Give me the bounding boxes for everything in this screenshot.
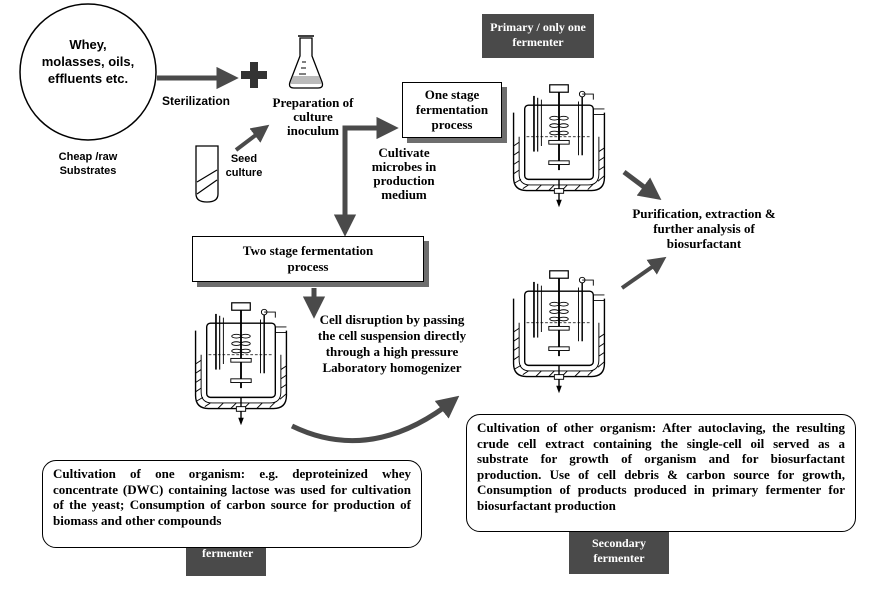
substrate-circle [19,3,157,141]
seed-culture-label: Seed culture [225,153,263,179]
other-organism-note: Cultivation of other organism: After aut… [466,414,856,532]
one-organism-text: Cultivation of one organism: e.g. deprot… [53,466,411,528]
other-organism-text: Cultivation of other organism: After aut… [477,420,845,513]
primary-fermenter-label: Primary / only one fermenter [482,14,594,58]
cultivate-label: Cultivate microbes in production medium [371,145,437,202]
transfer-arrow [290,395,460,444]
purification-label: Purification, extraction & further analy… [632,206,776,251]
primary-fermenter [512,83,606,209]
purification-arrow-2 [620,256,667,290]
cell-disruption-label: Cell disruption by passing the cell susp… [317,312,467,375]
two-stage-label: Two stage fermentation process [242,243,374,274]
substrate-caption: Cheap /raw Substrates [58,151,118,177]
plus-icon [241,62,267,88]
two-stage-box: Two stage fermentation process [192,236,424,282]
one-stage-label: One stage fermentation process [415,87,489,132]
sterilization-label: Sterilization [161,94,230,108]
substrate-text: Whey, molasses, oils, effluents etc. [41,37,135,86]
purification-arrow-1 [622,170,662,201]
one-stage-box: One stage fermentation process [402,82,502,138]
preparation-label: Preparation of culture inoculum [272,95,354,138]
flask-icon [288,35,324,89]
one-stage-arrow [342,116,399,144]
seed-arrow [234,124,270,152]
secondary-fermenter-label: Secondary fermenter [569,532,669,574]
test-tube-icon [195,145,219,203]
secondary-fermenter [512,269,606,395]
first-fermenter [194,301,288,427]
one-organism-note: Cultivation of one organism: e.g. deprot… [42,460,422,548]
